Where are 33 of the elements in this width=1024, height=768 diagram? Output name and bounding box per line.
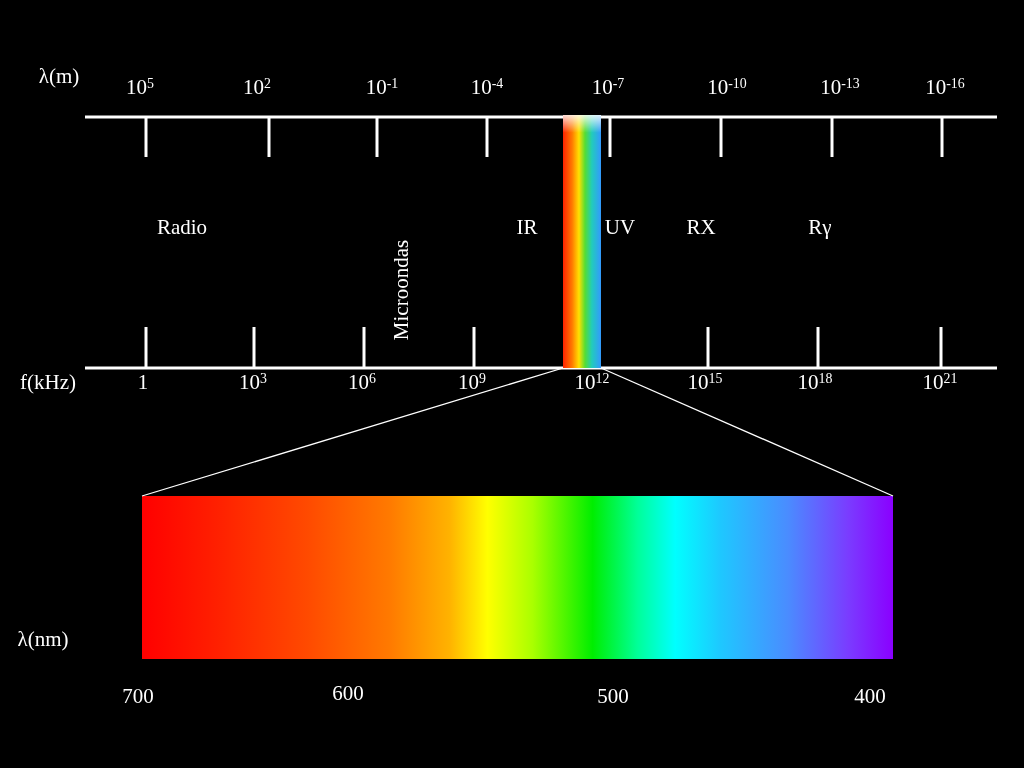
zoom-line bbox=[141, 367, 564, 497]
spectrum-bar bbox=[142, 496, 893, 659]
band-label: Rγ bbox=[808, 216, 832, 240]
band-label: Microondas bbox=[390, 239, 414, 341]
tick-label: 10$^{12}$ bbox=[574, 371, 610, 395]
tick-label: 500 bbox=[597, 685, 629, 709]
tick-label: 400 bbox=[854, 685, 886, 709]
tick-label: 10$^{-10}$ bbox=[707, 76, 747, 100]
axis-title: λ(nm) bbox=[17, 628, 69, 652]
axis-title: λ(m) bbox=[38, 65, 80, 89]
tick-label: 600 bbox=[332, 682, 364, 706]
band-label: Radio bbox=[156, 216, 208, 240]
band-label: RX bbox=[686, 216, 716, 240]
tick-label: 10$^{15}$ bbox=[687, 371, 723, 395]
visible-spectrum-strip bbox=[563, 115, 601, 368]
tick-label: 10$^{21}$ bbox=[922, 371, 958, 395]
tick-label: 10$^{5}$ bbox=[126, 76, 154, 100]
tick-label: 10$^{-13}$ bbox=[820, 76, 860, 100]
tick-label: 10$^{9}$ bbox=[458, 371, 486, 395]
band-label: UV bbox=[604, 216, 636, 240]
band-label: IR bbox=[516, 216, 538, 240]
tick-label: 10$^{-16}$ bbox=[925, 76, 965, 100]
tick-label: 10$^{-4}$ bbox=[470, 76, 504, 100]
zoom-line bbox=[600, 367, 894, 497]
tick-label: 700 bbox=[122, 685, 154, 709]
axis-title: f(kHz) bbox=[20, 371, 76, 395]
tick-label: 10$^{-7}$ bbox=[591, 76, 625, 100]
tick-label: 10$^{18}$ bbox=[797, 371, 833, 395]
tick-label: 10$^{-1}$ bbox=[365, 76, 399, 100]
tick-label: 10$^{2}$ bbox=[243, 76, 271, 100]
tick-label: 10$^{3}$ bbox=[239, 371, 267, 395]
tick-label: 10$^{6}$ bbox=[348, 371, 376, 395]
tick-label: 1 bbox=[137, 371, 149, 395]
